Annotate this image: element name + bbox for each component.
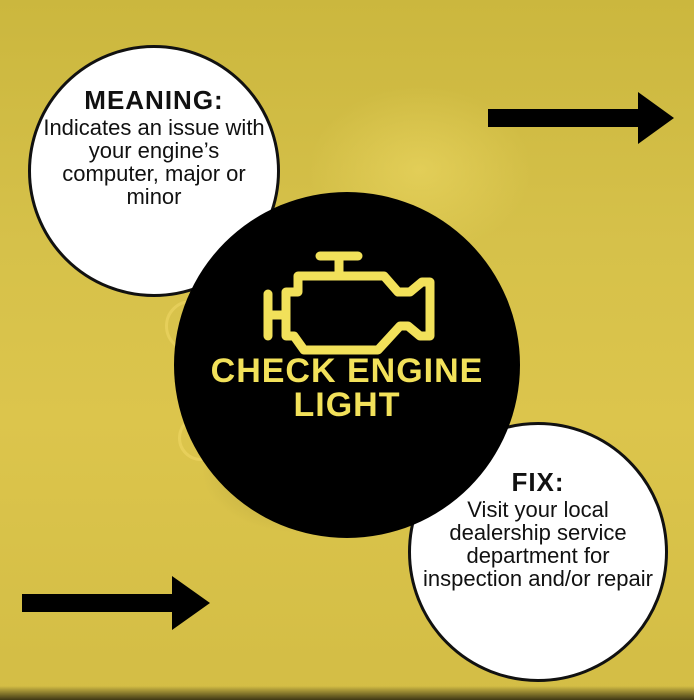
- check-engine-icon: [263, 251, 435, 355]
- bottom-edge-shadow: [0, 686, 694, 700]
- fix-heading: FIX:: [511, 467, 565, 497]
- fix-block: FIX: Visit your local dealership service…: [420, 468, 656, 590]
- title-line-2: LIGHT: [293, 386, 401, 424]
- title-line-1: CHECK ENGINE: [210, 352, 484, 390]
- meaning-description: Indicates an issue with your engine’s co…: [43, 115, 265, 209]
- meaning-block: MEANING: Indicates an issue with your en…: [38, 86, 270, 208]
- arrow-right-icon: [488, 92, 674, 144]
- fix-description: Visit your local dealership service depa…: [423, 497, 653, 591]
- check-engine-circle: [174, 192, 520, 538]
- meaning-heading: MEANING:: [84, 85, 224, 115]
- check-engine-title: CHECK ENGINE LIGHT: [184, 354, 510, 422]
- arrow-right-icon: [22, 576, 210, 630]
